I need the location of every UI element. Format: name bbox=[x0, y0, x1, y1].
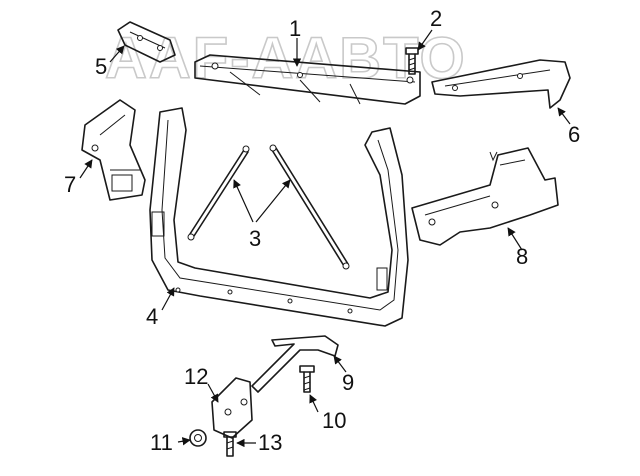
upper-tie-bar bbox=[194, 54, 421, 105]
callout-7: 7 bbox=[64, 172, 76, 197]
leader-11 bbox=[177, 437, 191, 446]
leader-7 bbox=[79, 159, 93, 179]
callout-2: 2 bbox=[430, 6, 442, 31]
leader-4 bbox=[161, 287, 175, 311]
support-rods bbox=[187, 144, 350, 270]
callout-5: 5 bbox=[95, 54, 107, 79]
latch-bracket bbox=[211, 377, 253, 439]
hood-latch-rod bbox=[251, 335, 339, 393]
bolt-part-13 bbox=[223, 431, 237, 457]
callout-8: 8 bbox=[516, 244, 528, 269]
callout-4: 4 bbox=[146, 304, 158, 329]
callout-3: 3 bbox=[249, 226, 261, 251]
radiator-support-frame bbox=[149, 107, 409, 327]
leader-5 bbox=[109, 45, 125, 63]
left-upper-bracket bbox=[117, 21, 176, 63]
nut-part-11 bbox=[189, 429, 207, 447]
right-upper-bracket bbox=[431, 59, 571, 109]
callout-labels: 1 2 3 4 5 6 7 8 9 10 11 12 13 bbox=[64, 6, 580, 455]
callout-13: 13 bbox=[258, 430, 282, 455]
callout-10: 10 bbox=[322, 408, 346, 433]
callout-1: 1 bbox=[289, 16, 301, 41]
callout-11: 11 bbox=[150, 430, 173, 455]
bolt-part-10 bbox=[299, 365, 315, 393]
leader-lines bbox=[79, 29, 571, 448]
watermark: AAF-AABTO bbox=[105, 26, 467, 91]
right-side-bracket bbox=[411, 147, 559, 246]
callout-12: 12 bbox=[184, 364, 208, 389]
leader-12 bbox=[207, 383, 219, 403]
leader-10 bbox=[309, 394, 319, 413]
leader-3a bbox=[233, 179, 254, 223]
left-side-bracket bbox=[81, 99, 146, 201]
leader-8 bbox=[507, 227, 523, 251]
leader-3b bbox=[255, 179, 291, 223]
callout-6: 6 bbox=[568, 122, 580, 147]
leader-6 bbox=[557, 107, 571, 125]
leader-2 bbox=[417, 29, 433, 51]
bolt-part-2 bbox=[405, 47, 419, 75]
leader-9 bbox=[333, 355, 347, 373]
callout-9: 9 bbox=[342, 370, 354, 395]
